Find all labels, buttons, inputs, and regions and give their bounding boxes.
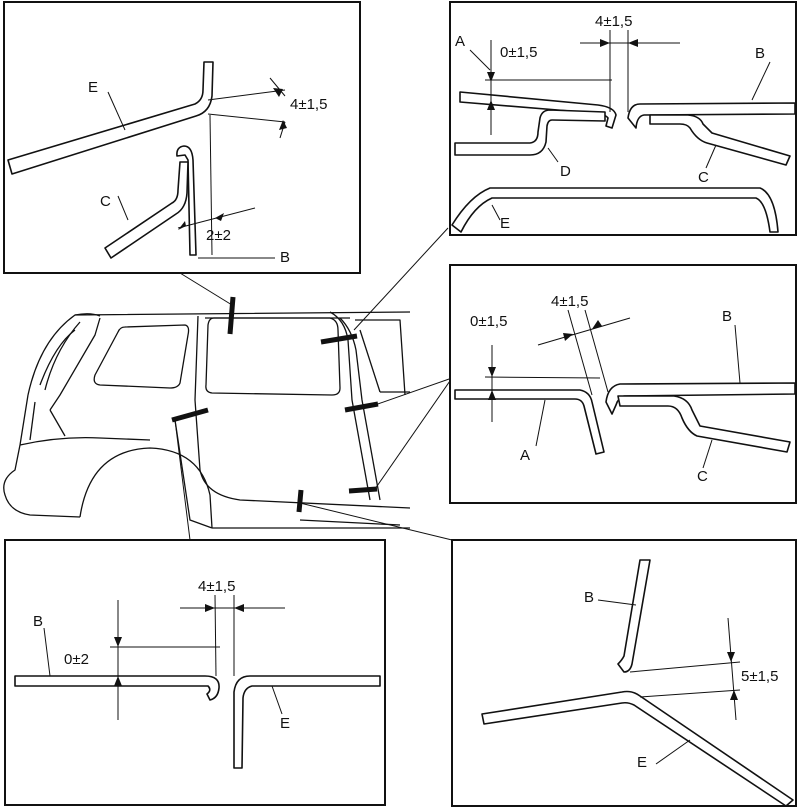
dimension-flush: 0±2 — [64, 651, 89, 668]
label-B: B — [722, 308, 732, 325]
part-B — [176, 145, 197, 256]
part-B — [605, 382, 796, 415]
label-C: C — [100, 193, 111, 210]
label-A: A — [455, 33, 465, 50]
label-B: B — [584, 589, 594, 606]
part-C — [617, 395, 791, 453]
label-B: B — [33, 613, 43, 630]
detail-panel-bottom-right: B E 5±1,5 — [451, 539, 797, 807]
part-E — [451, 187, 779, 233]
dimension-offset: 2±2 — [206, 227, 231, 244]
dimension-gap: 4±1,5 — [198, 578, 235, 595]
leader-lines — [174, 227, 453, 541]
part-C — [649, 114, 791, 166]
part-B — [627, 102, 796, 129]
detail-panel-top-right: A B D C E 0±1,5 4±1,5 — [449, 1, 797, 236]
marker-b-pillar-upper — [320, 333, 358, 345]
part-B — [14, 675, 220, 701]
part-C — [104, 161, 189, 259]
label-E: E — [500, 215, 510, 232]
part-E — [7, 61, 214, 175]
marker-rear-door — [171, 407, 209, 423]
label-D: D — [560, 163, 571, 180]
dimension-gap: 4±1,5 — [290, 96, 327, 113]
label-E: E — [88, 79, 98, 96]
marker-roof — [227, 296, 236, 335]
part-A — [454, 389, 605, 455]
label-B: B — [755, 45, 765, 62]
detail-panel-bottom-left: B E 0±2 4±1,5 — [4, 539, 386, 806]
part-E — [481, 690, 794, 807]
dimension-gap: 4±1,5 — [551, 293, 588, 310]
part-E — [233, 675, 381, 769]
detail-panel-middle-right: B A C 0±1,5 4±1,5 — [449, 264, 797, 504]
car-body-sketch — [3, 311, 411, 529]
label-C: C — [697, 468, 708, 485]
dimension-gap: 5±1,5 — [741, 668, 778, 685]
label-E: E — [637, 754, 647, 771]
part-D — [454, 109, 606, 156]
part-B — [617, 559, 651, 673]
marker-sill — [296, 489, 304, 513]
label-E: E — [280, 715, 290, 732]
label-A: A — [520, 447, 530, 464]
detail-panel-top-left: E C B 4±1,5 2±2 — [3, 1, 361, 274]
marker-b-pillar-mid — [344, 401, 379, 413]
section-markers — [171, 296, 379, 513]
dimension-flush: 0±1,5 — [500, 44, 537, 61]
label-B: B — [280, 249, 290, 266]
dimension-flush: 0±1,5 — [470, 313, 507, 330]
label-C: C — [698, 169, 709, 186]
marker-b-pillar-lower — [348, 486, 378, 494]
dimension-gap: 4±1,5 — [595, 13, 632, 30]
